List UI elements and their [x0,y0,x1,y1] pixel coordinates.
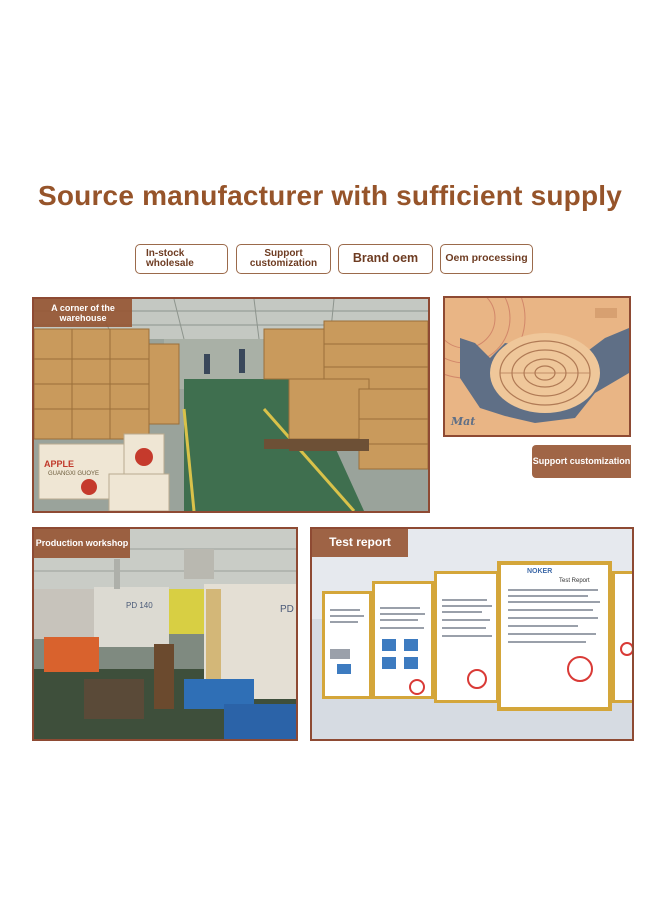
mat-brand-text: Mat [451,415,476,428]
baking-mat-illustration [445,298,629,435]
workshop-photo: PD 140 PD Production workshop [32,527,298,741]
report-brand: NOKER [527,568,553,575]
machine-label-1: PD 140 [126,601,153,610]
pill-support-customization: Support customization [236,244,331,274]
pill-in-stock-wholesale: In-stock wholesale [135,244,228,274]
warehouse-photo: APPLE GUANGXI GUOYE A corner of the ware… [32,297,430,513]
test-report-caption: Test report [312,529,408,557]
warehouse-illustration [34,299,428,511]
workshop-caption: Production workshop [34,529,130,558]
mat-photo: Mat [443,296,631,437]
test-report-illustration [312,529,632,739]
pill-brand-oem: Brand oem [338,244,433,274]
warehouse-caption: A corner of the warehouse [34,299,132,327]
workshop-illustration [34,529,296,739]
report-doc-title: Test Report [559,578,590,584]
apple-box-text: APPLE [44,459,75,469]
page-headline: Source manufacturer with sufficient supp… [37,180,623,211]
customization-caption: Support customization [532,445,631,478]
box-brand-text: GUANGXI GUOYE [48,471,100,477]
test-report-photo: NOKER Test Report Test report [310,527,634,741]
machine-label-2: PD [280,604,294,615]
pill-oem-processing: Oem processing [440,244,533,274]
